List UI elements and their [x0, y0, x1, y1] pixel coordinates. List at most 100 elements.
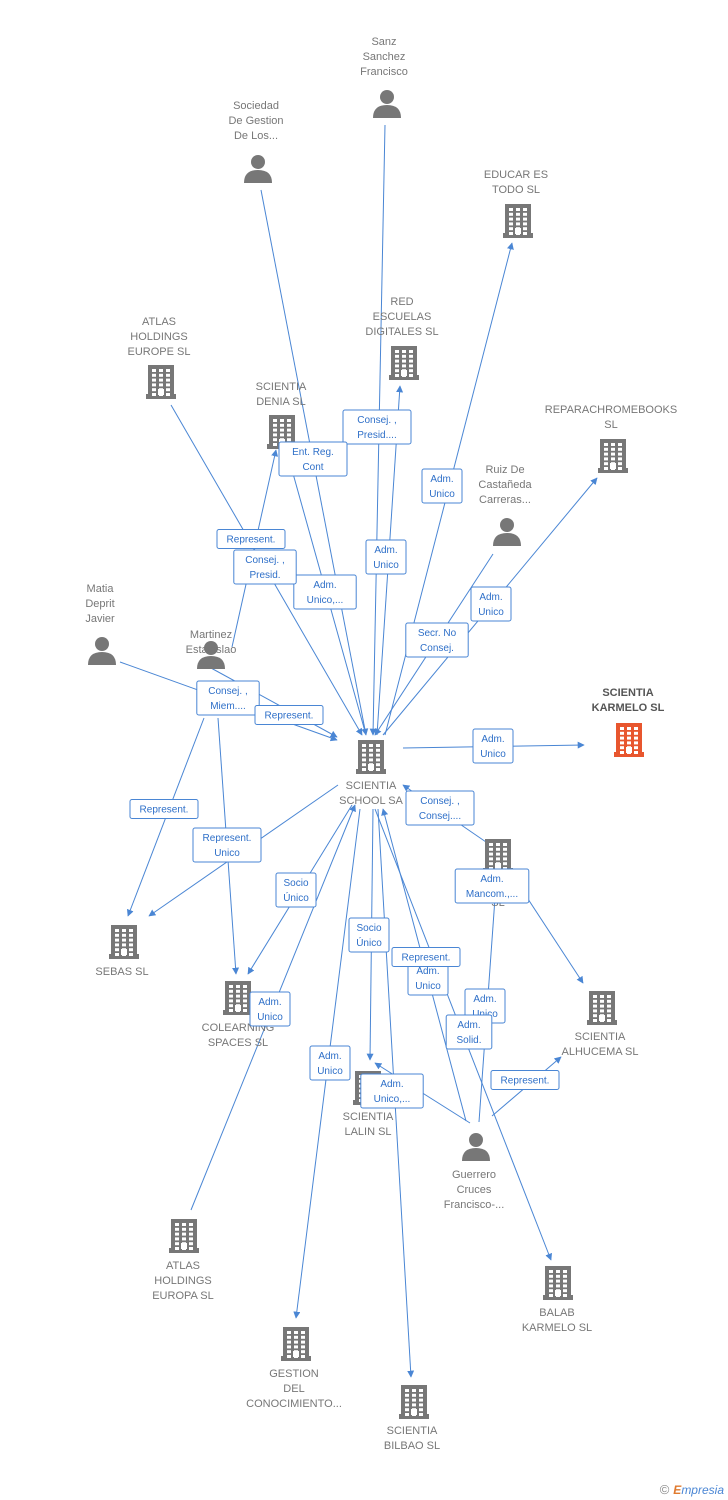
node-label: Deprit: [85, 598, 114, 610]
edge-label-school-to-reparach[interactable]: Adm.Unico: [470, 586, 512, 622]
edge-label-text: Consej....: [419, 811, 461, 822]
edge-label-text: Adm.: [374, 545, 397, 556]
edge-label-text: Miem....: [210, 701, 246, 712]
node-label: SCIENTIA: [256, 381, 307, 393]
node-label: TODO SL: [492, 184, 540, 196]
edge-label-text: Adm.: [416, 966, 439, 977]
node-label: GESTION: [269, 1368, 319, 1380]
edge-label-atlas_hold-to-school[interactable]: Consej. ,Presid.: [233, 549, 297, 585]
edge-label-martinez-to-colearn[interactable]: Adm.Unico: [249, 991, 291, 1027]
edge-label-sanz-to-school[interactable]: Consej. ,Presid....: [342, 409, 412, 445]
edge-label-box: [454, 868, 530, 904]
node-label: Sociedad: [233, 100, 279, 112]
node-label: DIGITALES SL: [365, 326, 438, 338]
edge-label-text: Unico: [480, 749, 506, 760]
node-label: Javier: [85, 613, 115, 625]
edge-label-box: [129, 799, 199, 819]
node-label: KARMELO SL: [592, 702, 665, 714]
node-ruiz[interactable]: Ruiz DeCastañedaCarreras...: [478, 464, 532, 546]
edge-label-guerrero-to-lalin[interactable]: Adm.Unico: [407, 960, 449, 996]
edge-label-text: Consej.: [420, 643, 454, 654]
node-label: HOLDINGS: [154, 1275, 211, 1287]
node-label: Castañeda: [478, 479, 532, 491]
node-label: Carreras...: [479, 494, 531, 506]
edge-label-sociedad-to-school[interactable]: Adm. Unico,...: [293, 574, 357, 610]
node-guerrero[interactable]: GuerreroCrucesFrancisco-...: [444, 1133, 505, 1211]
edge-label-martinez-to-denia[interactable]: Represent.: [216, 529, 286, 549]
edge-label-school-to-denia[interactable]: Ent. Reg.Cont: [278, 441, 348, 477]
edge-label-text: Represent.: [227, 535, 276, 546]
edge-label-school-to-educar[interactable]: Adm.Unico: [421, 468, 463, 504]
node-label: CONOCIMIENTO...: [246, 1398, 342, 1410]
node-label: REPARACHROMEBOOKS: [545, 404, 677, 416]
building-icon: [109, 925, 139, 959]
node-label: ATLAS: [142, 316, 176, 328]
edge-label-school-to-bilbao[interactable]: Adm.Unico,...: [360, 1073, 424, 1109]
edge-label-box: [309, 1045, 351, 1081]
node-label: De Gestion: [228, 115, 283, 127]
edge-label-guerrero-to-s_sl[interactable]: Adm.Mancom.,...: [454, 868, 530, 904]
node-label: Estanislao: [186, 644, 237, 656]
node-gestion[interactable]: GESTIONDELCONOCIMIENTO...: [246, 1327, 342, 1410]
building-icon: [223, 981, 253, 1015]
edge-label-guerrero-to-school[interactable]: Adm.Solid.: [445, 1014, 493, 1050]
node-label: KARMELO SL: [522, 1322, 592, 1334]
edge-label-text: Represent.: [402, 953, 451, 964]
edge-label-matia-to-school[interactable]: Consej. ,Miem....: [196, 680, 260, 716]
edge-label-text: Adm.: [457, 1020, 480, 1031]
edge-label-box: [391, 947, 461, 967]
copyright-credit[interactable]: ©Empresia: [660, 1482, 724, 1497]
building-icon: [281, 1327, 311, 1361]
node-sociedad[interactable]: Sociedad De Gestion De Los...: [228, 100, 284, 183]
node-sebas[interactable]: SEBAS SL: [95, 925, 149, 978]
building-icon: [389, 346, 419, 380]
node-label: De Los...: [234, 130, 278, 142]
building-icon: [483, 839, 513, 873]
edge-label-text: Adm.: [313, 580, 336, 591]
edge-label-school-to-gestion[interactable]: Adm.Unico: [309, 1045, 351, 1081]
building-icon: [598, 439, 628, 473]
node-label: Francisco: [360, 66, 408, 78]
edge-label-text: Presid.: [249, 570, 280, 581]
edge-label-box: [275, 872, 317, 908]
edge-label-text: Unico: [214, 848, 240, 859]
edge-label-school-to-sebas[interactable]: Represent.Unico: [192, 827, 262, 863]
edge-label-text: Único: [283, 891, 309, 904]
edge-label-text: Adm.: [318, 1051, 341, 1062]
edge-label-text: Socio: [356, 923, 381, 934]
edge-label-martinez-to-sebas[interactable]: Represent.: [129, 799, 199, 819]
node-label: SCIENTIA: [346, 780, 397, 792]
edge-label-martinez-to-school[interactable]: Represent.: [254, 705, 324, 725]
edge-label-box: [254, 705, 324, 725]
edge-label-text: Consej. ,: [357, 415, 396, 426]
edge-label-ruiz-to-school[interactable]: Secr. No Consej.: [405, 622, 469, 658]
edge-label-text: Secr. No: [418, 628, 457, 639]
edge-label-guerrero-to-alhucema[interactable]: Represent.: [490, 1070, 560, 1090]
edge-label-school-to-red[interactable]: Adm.Unico: [365, 539, 407, 575]
edge-label-atlas_eur-to-school[interactable]: Represent.: [391, 947, 461, 967]
edge-label-text: Adm.: [380, 1079, 403, 1090]
edge-label-school-to-karmelo[interactable]: Adm.Unico: [472, 728, 514, 764]
edge-label-text: Unico,...: [307, 595, 344, 606]
edge-label-text: Unico: [257, 1012, 283, 1023]
edge-label-box: [293, 574, 357, 610]
edge-label-s_sl-to-school[interactable]: Consej. ,Consej....: [405, 790, 475, 826]
